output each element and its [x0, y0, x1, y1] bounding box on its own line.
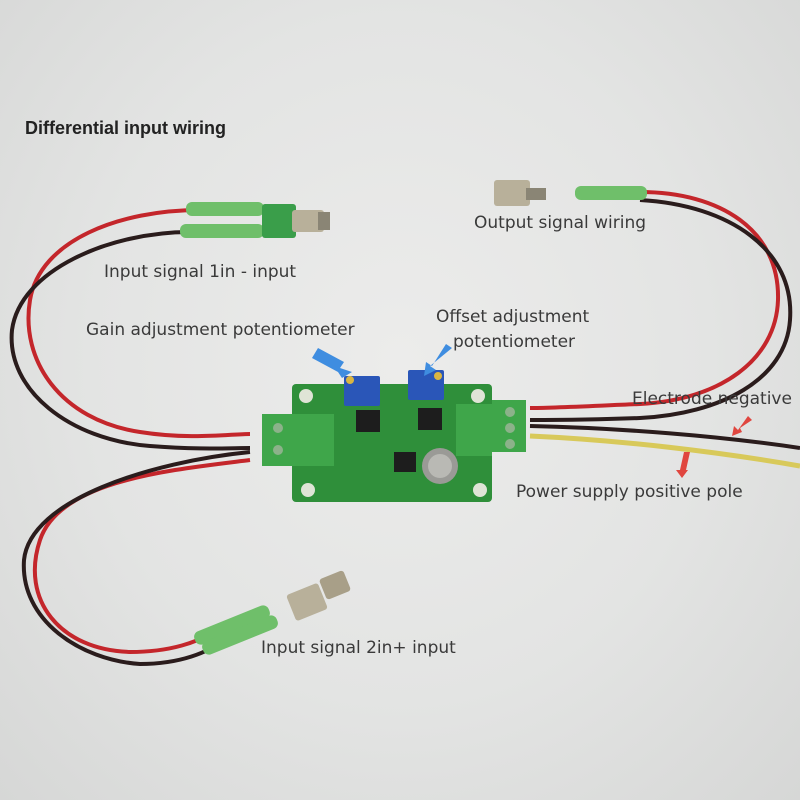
label-output-signal-wiring: Output signal wiring: [474, 213, 647, 233]
output-connector: [494, 180, 647, 206]
red-wire-input2: [32, 458, 251, 655]
pcb-board: [262, 370, 526, 502]
label-input-signal-2: Input signal 2in+ input: [261, 638, 456, 658]
label-gain-adjustment: Gain adjustment potentiometer: [86, 320, 355, 340]
black-wire-input2: [21, 450, 251, 667]
black-wire-output: [529, 198, 793, 422]
blue-arrow-offset: [424, 344, 452, 376]
red-wire-output: [529, 190, 781, 410]
input2-connector: [194, 570, 351, 655]
blue-arrow-gain: [312, 348, 352, 378]
red-arrow-power: [676, 452, 690, 478]
label-offset-line1: Offset adjustment: [436, 307, 590, 327]
label-input-signal-1: Input signal 1in - input: [104, 262, 297, 282]
black-wire-input1: [9, 230, 251, 451]
page-title: Differential input wiring: [25, 118, 226, 138]
yellow-wire-power: [529, 433, 800, 469]
label-power-supply-positive: Power supply positive pole: [516, 482, 743, 502]
label-offset-line2: potentiometer: [453, 332, 576, 352]
input1-connector: [180, 202, 330, 238]
label-electrode-negative: Electrode negative: [632, 389, 792, 409]
red-arrow-electrode: [732, 416, 752, 436]
black-wire-electrode: [529, 424, 800, 450]
red-wire-input1: [26, 208, 251, 439]
